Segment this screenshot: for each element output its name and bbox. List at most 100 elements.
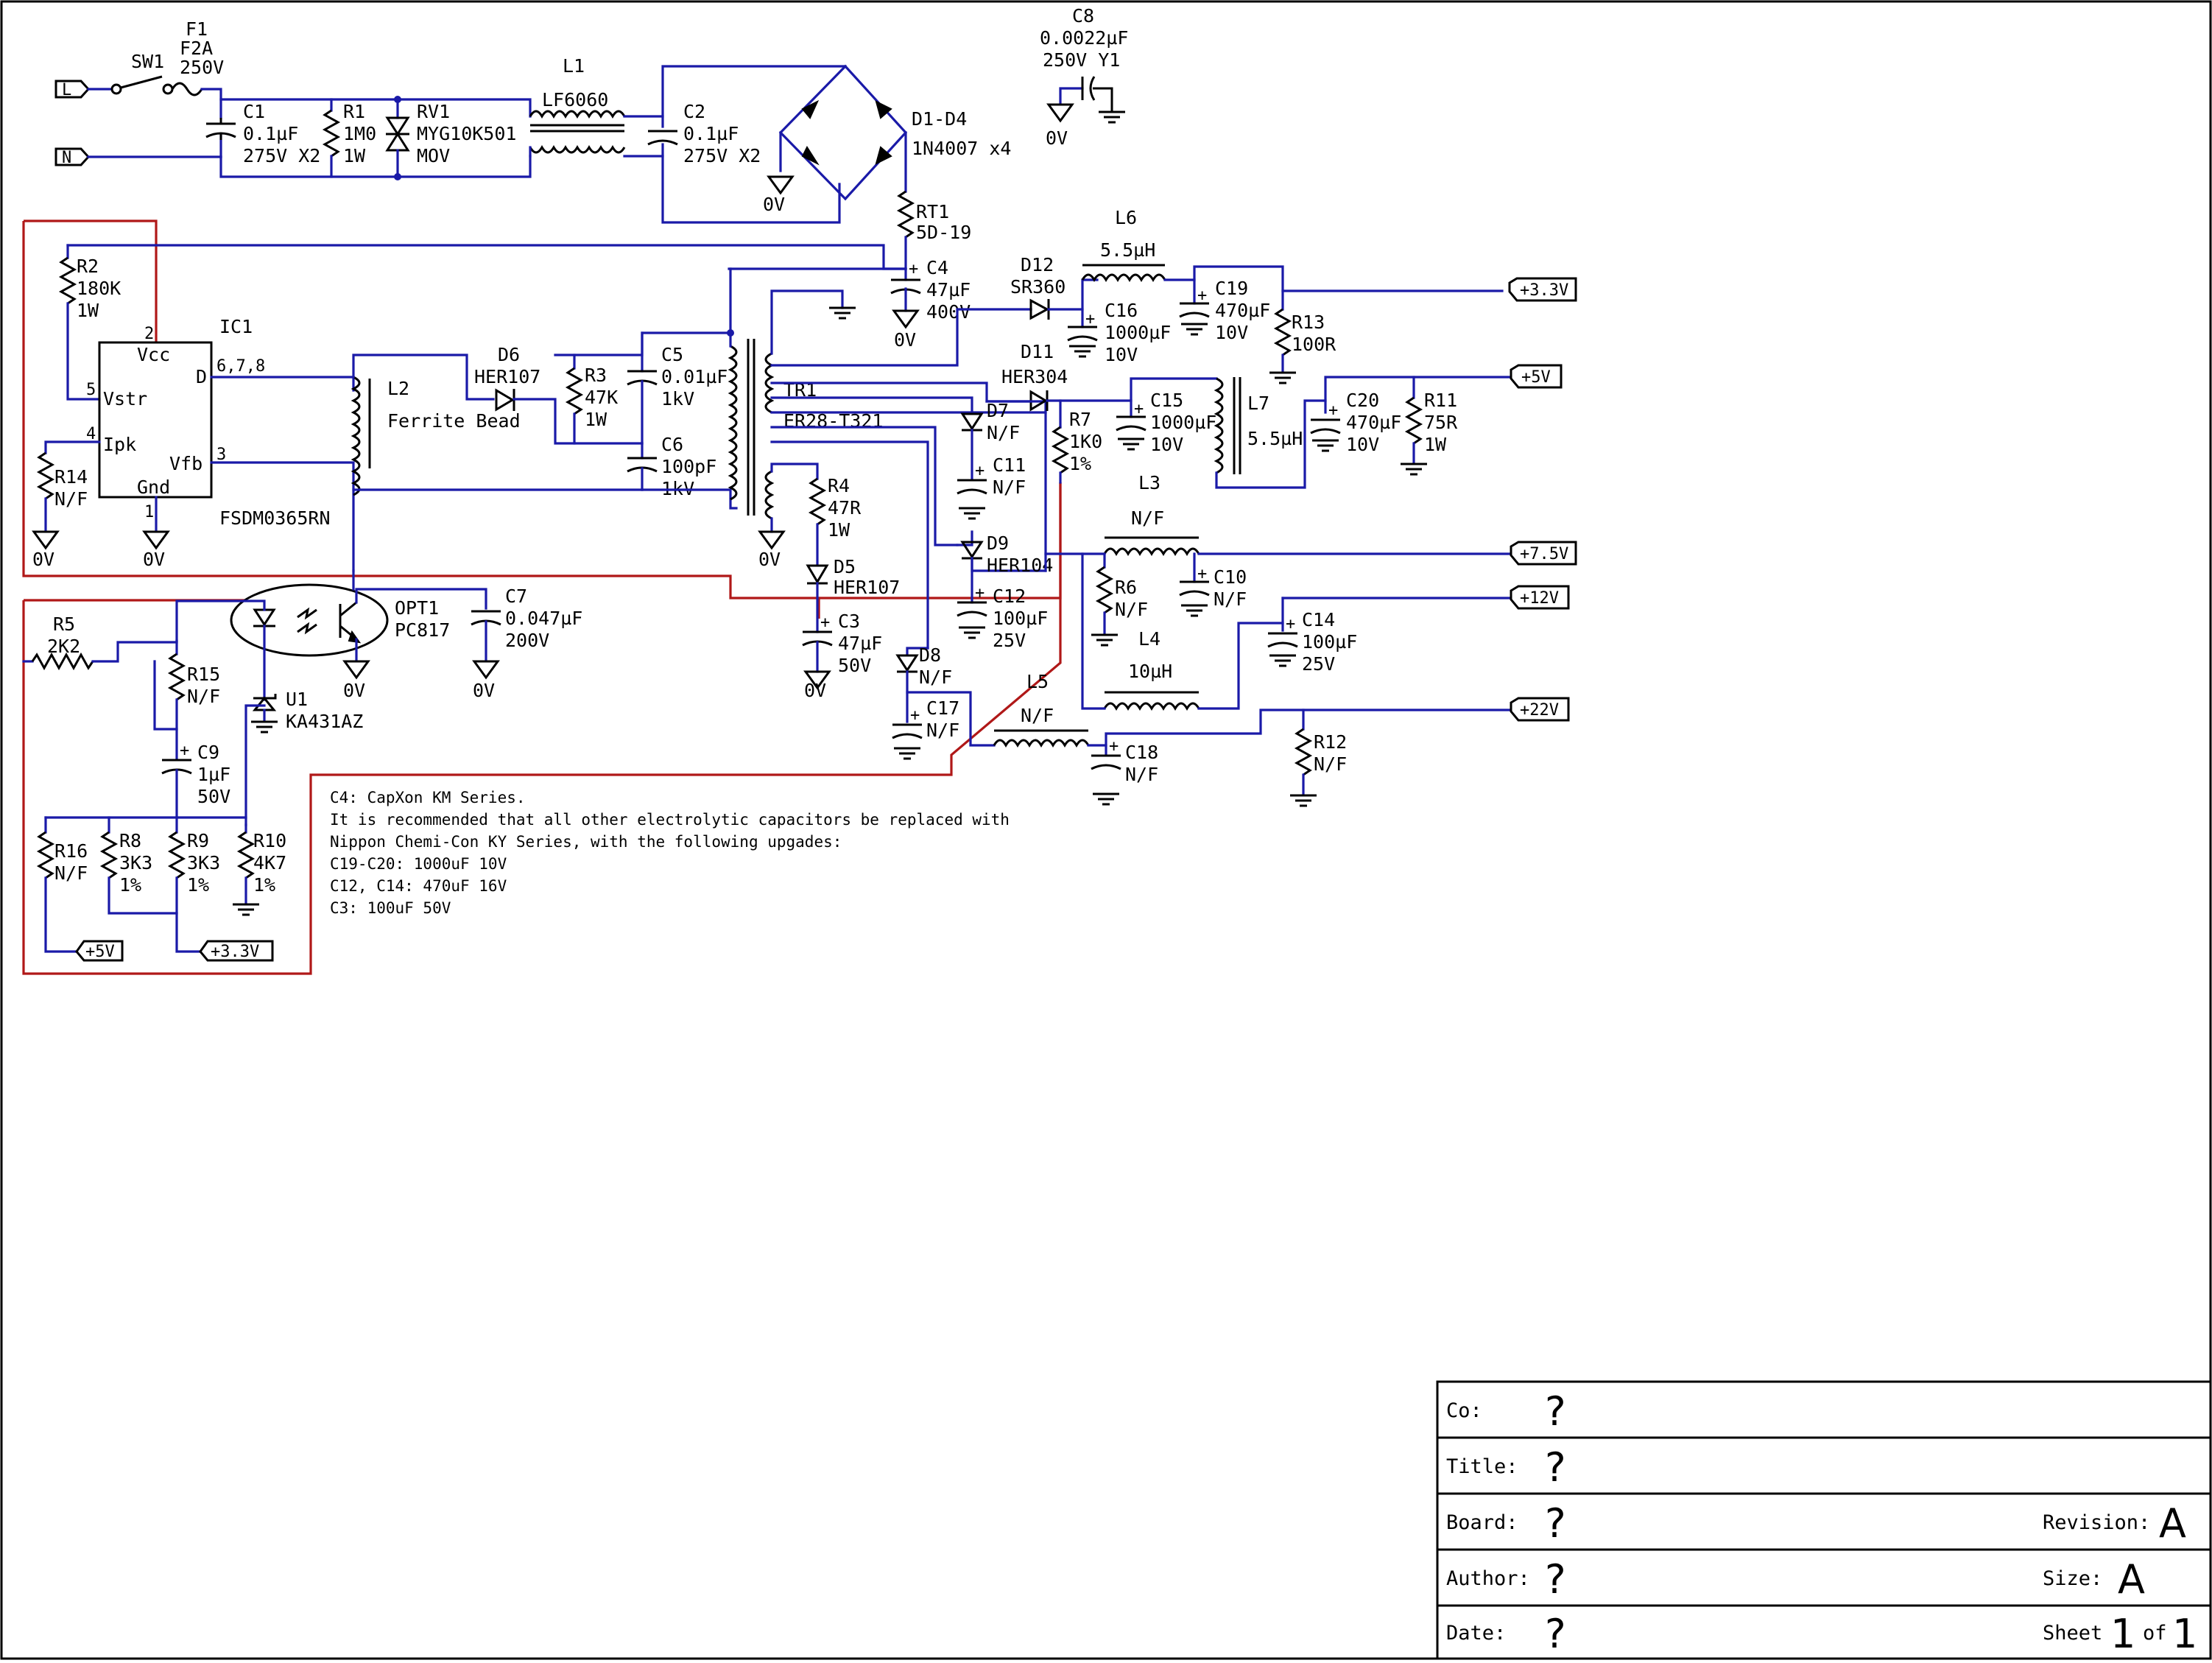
svg-text:C7: C7	[505, 586, 527, 607]
svg-text:1K0: 1K0	[1069, 431, 1102, 452]
svg-text:N/F: N/F	[1314, 753, 1347, 775]
svg-text:R10: R10	[253, 830, 286, 851]
sw1-switch: SW1	[110, 51, 174, 95]
svg-text:SR360: SR360	[1010, 276, 1066, 298]
svg-text:+: +	[1134, 400, 1144, 418]
svg-text:6,7,8: 6,7,8	[216, 357, 265, 376]
output-3v3-connector[interactable]: +3.3V	[1508, 277, 1577, 302]
svg-text:+22V: +22V	[1520, 701, 1559, 720]
r12-resistor: R12 N/F	[1289, 709, 1347, 807]
neutral-connector[interactable]: N	[54, 147, 91, 167]
svg-text:1W: 1W	[585, 409, 607, 430]
d6-diode: D6 HER107	[474, 344, 540, 412]
c9-capacitor: + C9 1µF 50V	[161, 742, 230, 819]
r14-resistor: R14 N/F 0V	[32, 451, 88, 570]
output-5v-connector[interactable]: +5V	[1510, 364, 1563, 389]
svg-text:N: N	[62, 149, 71, 167]
svg-text:0V: 0V	[343, 680, 365, 701]
svg-text:+3.3V: +3.3V	[1520, 281, 1568, 300]
svg-text:N/F: N/F	[919, 667, 952, 688]
svg-text:FSDM0365RN: FSDM0365RN	[219, 507, 331, 529]
svg-text:R8: R8	[119, 830, 141, 851]
svg-text:0V: 0V	[804, 680, 826, 701]
svg-text:50V: 50V	[838, 655, 871, 676]
svg-text:It is recommended that all oth: It is recommended that all other electro…	[330, 811, 1010, 829]
svg-text:+: +	[1197, 286, 1207, 305]
svg-text:C1: C1	[243, 101, 265, 122]
svg-text:5.5µH: 5.5µH	[1247, 428, 1303, 449]
svg-text:2K2: 2K2	[47, 636, 80, 657]
c7-capacitor: C7 0.047µF 200V 0V	[471, 586, 582, 701]
svg-text:470µF: 470µF	[1215, 300, 1270, 321]
svg-text:?: ?	[1545, 1388, 1566, 1435]
svg-text:HER304: HER304	[1001, 366, 1068, 387]
d5-diode: D5 HER107	[806, 556, 900, 633]
svg-text:1W: 1W	[1424, 434, 1447, 455]
svg-text:47K: 47K	[585, 387, 618, 408]
feedback-5v-connector[interactable]: +5V	[75, 940, 124, 962]
svg-text:+5V: +5V	[85, 943, 115, 961]
l4-inductor: L4 10µH	[1103, 628, 1200, 711]
svg-text:L: L	[62, 81, 71, 99]
svg-text:Board:: Board:	[1446, 1511, 1518, 1534]
d12-diode: D12 SR360	[1010, 254, 1066, 320]
svg-text:10V: 10V	[1105, 344, 1138, 365]
svg-text:+12V: +12V	[1520, 589, 1559, 608]
svg-text:F2A: F2A	[180, 38, 213, 59]
svg-text:47R: 47R	[828, 497, 862, 518]
c12-capacitor: + C12 100µF 25V	[957, 584, 1048, 651]
svg-text:+7.5V: +7.5V	[1520, 545, 1568, 563]
svg-text:N/F: N/F	[1131, 507, 1164, 529]
feedback-3v3-connector[interactable]: +3.3V	[199, 940, 274, 962]
svg-text:0V: 0V	[894, 329, 916, 351]
svg-text:1: 1	[2172, 1611, 2197, 1657]
svg-text:+: +	[909, 260, 918, 278]
svg-text:N/F: N/F	[993, 477, 1026, 498]
svg-text:Sheet: Sheet	[2043, 1622, 2102, 1645]
svg-text:1W: 1W	[77, 300, 99, 321]
notes-block: C4: CapXon KM Series. It is recommended …	[330, 789, 1010, 917]
svg-text:0V: 0V	[763, 194, 785, 215]
line-connector[interactable]: L	[54, 80, 91, 99]
svg-text:L4: L4	[1138, 628, 1160, 650]
c3-capacitor: + C3 47µF 50V 0V	[802, 611, 882, 701]
svg-text:Vfb: Vfb	[169, 453, 202, 474]
svg-text:R4: R4	[828, 475, 850, 496]
r8-resistor: R8 3K3 1%	[99, 816, 178, 915]
rv1-varistor: RV1 MYG10K501 MOV	[385, 96, 516, 180]
c19-capacitor: + C19 470µF 10V	[1179, 278, 1270, 343]
svg-text:C19: C19	[1215, 278, 1248, 299]
r4-resistor: R4 47R 1W	[808, 475, 862, 565]
svg-text:1%: 1%	[1069, 453, 1091, 474]
r10-resistor: R10 4K7 1%	[231, 823, 286, 916]
d9-diode: D9 HER104	[956, 530, 1053, 604]
svg-text:+3.3V: +3.3V	[211, 943, 259, 961]
r11-resistor: R11 75R 1W	[1399, 376, 1458, 476]
svg-text:D8: D8	[919, 644, 941, 666]
svg-text:400V: 400V	[926, 301, 971, 323]
output-7v5-connector[interactable]: +7.5V	[1510, 541, 1577, 566]
l6-inductor: L6 5.5µH	[1081, 207, 1166, 283]
svg-text:200V: 200V	[505, 630, 549, 651]
svg-text:Co:: Co:	[1446, 1399, 1482, 1422]
r9-resistor: R9 3K3 1%	[167, 816, 220, 953]
svg-text:0V: 0V	[758, 549, 781, 570]
svg-text:1W: 1W	[343, 145, 366, 166]
svg-text:of: of	[2143, 1622, 2167, 1645]
svg-text:OPT1: OPT1	[395, 597, 439, 619]
svg-text:0.0022µF: 0.0022µF	[1040, 27, 1128, 49]
r6-resistor: R6 N/F	[1090, 566, 1148, 647]
output-12v-connector[interactable]: +12V	[1510, 585, 1570, 610]
r13-resistor: R13 100R	[1268, 289, 1336, 384]
svg-text:R14: R14	[54, 466, 88, 488]
r15-resistor: R15 N/F	[153, 639, 220, 760]
svg-text:N/F: N/F	[1125, 764, 1158, 785]
svg-text:+: +	[975, 462, 985, 480]
c4-capacitor: + C4 47µF 400V 0V	[890, 257, 971, 351]
output-22v-connector[interactable]: +22V	[1510, 697, 1570, 722]
d1-d4-bridge: D1-D4 1N4007 x4	[778, 64, 1011, 201]
svg-text:A: A	[2118, 1556, 2145, 1603]
svg-text:R7: R7	[1069, 409, 1091, 430]
svg-text:250V Y1: 250V Y1	[1043, 49, 1120, 71]
svg-text:C16: C16	[1105, 300, 1138, 321]
